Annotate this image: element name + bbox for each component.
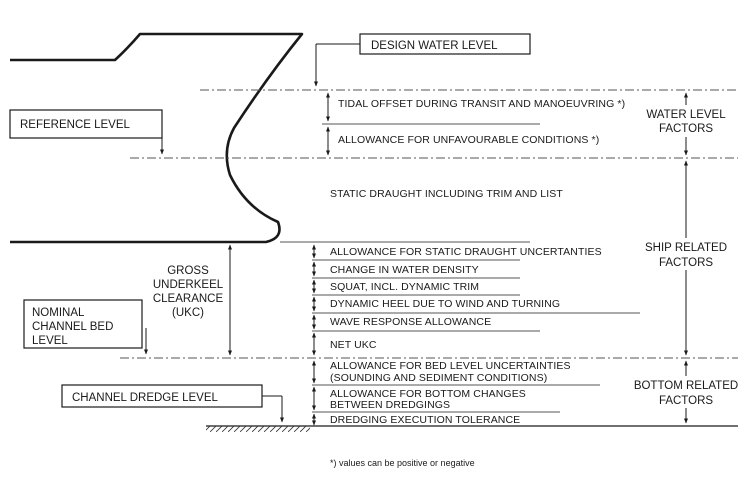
ship-factor-dynamic-heel: DYNAMIC HEEL DUE TO WIND AND TURNING bbox=[330, 298, 560, 310]
water-level-group-label-2: FACTORS bbox=[659, 123, 713, 135]
reference-level-label: REFERENCE LEVEL bbox=[20, 119, 131, 131]
water-level-group-label-1: WATER LEVEL bbox=[646, 109, 726, 121]
channel-dredge-label: CHANNEL DREDGE LEVEL bbox=[72, 392, 219, 404]
design-water-level-label: DESIGN WATER LEVEL bbox=[371, 40, 498, 52]
ship-related-group-label-bg bbox=[634, 238, 738, 270]
ship-related-group-label-2: FACTORS bbox=[659, 257, 713, 269]
net-ukc-label: NET UKC bbox=[330, 339, 377, 351]
gross-ukc-line-4: (UKC) bbox=[172, 307, 204, 319]
bottom-factor-bed-uncertainties-1: ALLOWANCE FOR BED LEVEL UNCERTAINTIES bbox=[330, 360, 571, 372]
ship-factor-wave-response: WAVE RESPONSE ALLOWANCE bbox=[330, 316, 491, 328]
ship-hull bbox=[10, 32, 304, 244]
tidal-offset-label: TIDAL OFFSET DURING TRANSIT AND MANOEUVR… bbox=[338, 98, 625, 110]
gross-ukc-line-1: GROSS bbox=[167, 265, 209, 277]
footnote: *) values can be positive or negative bbox=[330, 458, 475, 468]
bottom-factor-bottom-changes-1: ALLOWANCE FOR BOTTOM CHANGES bbox=[330, 388, 526, 400]
static-draught-label: STATIC DRAUGHT INCLUDING TRIM AND LIST bbox=[330, 188, 563, 200]
bottom-related-group-label-bg bbox=[630, 376, 742, 408]
ship-factor-water-density: CHANGE IN WATER DENSITY bbox=[330, 264, 479, 276]
bottom-factor-dredging-tolerance: DREDGING EXECUTION TOLERANCE bbox=[330, 414, 520, 426]
ship-related-group-label-1: SHIP RELATED bbox=[645, 242, 727, 254]
bottom-factor-bottom-changes-2: BETWEEN DREDGINGS bbox=[330, 399, 450, 411]
gross-ukc-line-3: CLEARANCE bbox=[153, 293, 224, 305]
nominal-bed-line-3: LEVEL bbox=[32, 335, 68, 347]
bottom-factor-bed-uncertainties-2: (SOUNDING AND SEDIMENT CONDITIONS) bbox=[330, 372, 547, 384]
gross-ukc-line-2: UNDERKEEL bbox=[153, 279, 224, 291]
nominal-bed-box bbox=[23, 299, 143, 349]
unfavourable-conditions-label: ALLOWANCE FOR UNFAVOURABLE CONDITIONS *) bbox=[338, 134, 599, 146]
ship-factor-static-draught-uncertainties: ALLOWANCE FOR STATIC DRAUGHT UNCERTANTIE… bbox=[330, 246, 602, 258]
bottom-related-group-label-2: FACTORS bbox=[659, 395, 713, 407]
bottom-related-group-label-1: BOTTOM RELATED bbox=[634, 380, 738, 392]
nominal-bed-line-2: CHANNEL BED bbox=[32, 321, 113, 333]
seabed-hatch bbox=[206, 426, 310, 432]
water-level-group-label-bg bbox=[640, 105, 732, 137]
ship-factor-squat: SQUAT, INCL. DYNAMIC TRIM bbox=[330, 281, 479, 293]
nominal-bed-line-1: NOMINAL bbox=[32, 307, 85, 319]
reference-level-box bbox=[9, 109, 163, 139]
